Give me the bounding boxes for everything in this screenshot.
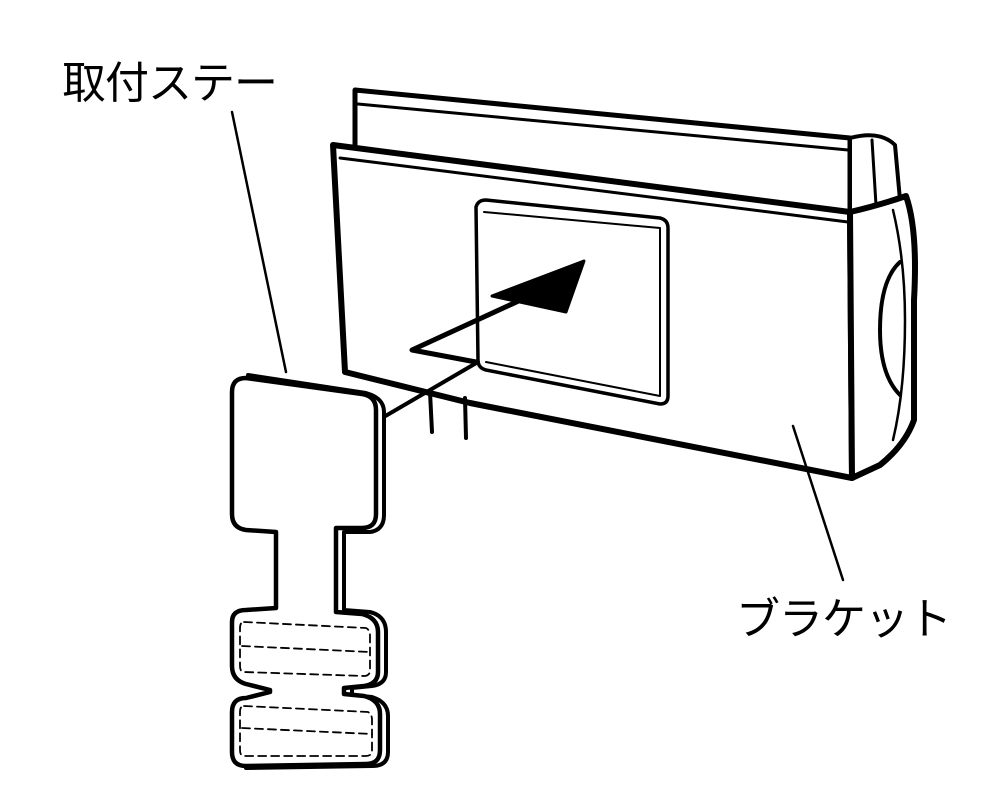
leader-line-bracket xyxy=(791,424,845,582)
bracket xyxy=(330,87,918,481)
arrow-shaft-zigzag xyxy=(409,279,563,365)
label-bracket: ブラケット xyxy=(736,594,952,645)
mounting-stay xyxy=(229,373,390,770)
bracket-face-top-line xyxy=(338,156,850,224)
arrow-head xyxy=(490,259,586,314)
bracket-side-clip xyxy=(878,260,902,397)
bracket-window xyxy=(474,198,670,406)
stay-adhesive-pad-lower-mid xyxy=(241,727,373,735)
bracket-bottom-hook-1 xyxy=(428,390,434,434)
stay-adhesive-pad-upper xyxy=(239,621,371,677)
bracket-bottom-hook-2 xyxy=(463,396,468,440)
leader-line-stay xyxy=(230,110,288,374)
bracket-window-inner xyxy=(483,211,661,397)
insertion-arrow xyxy=(380,259,586,420)
bracket-top-rail-end-line xyxy=(870,138,878,207)
stay-outline xyxy=(229,375,383,769)
arrow-lower-segment xyxy=(380,360,480,420)
bracket-side-inner xyxy=(891,208,907,442)
stay-adhesive-pad-upper-mid xyxy=(241,645,371,653)
stay-adhesive-pad-lower xyxy=(239,705,373,757)
label-mounting-stay: 取付ステー xyxy=(62,58,278,109)
bracket-top-rail-edge xyxy=(356,102,850,152)
